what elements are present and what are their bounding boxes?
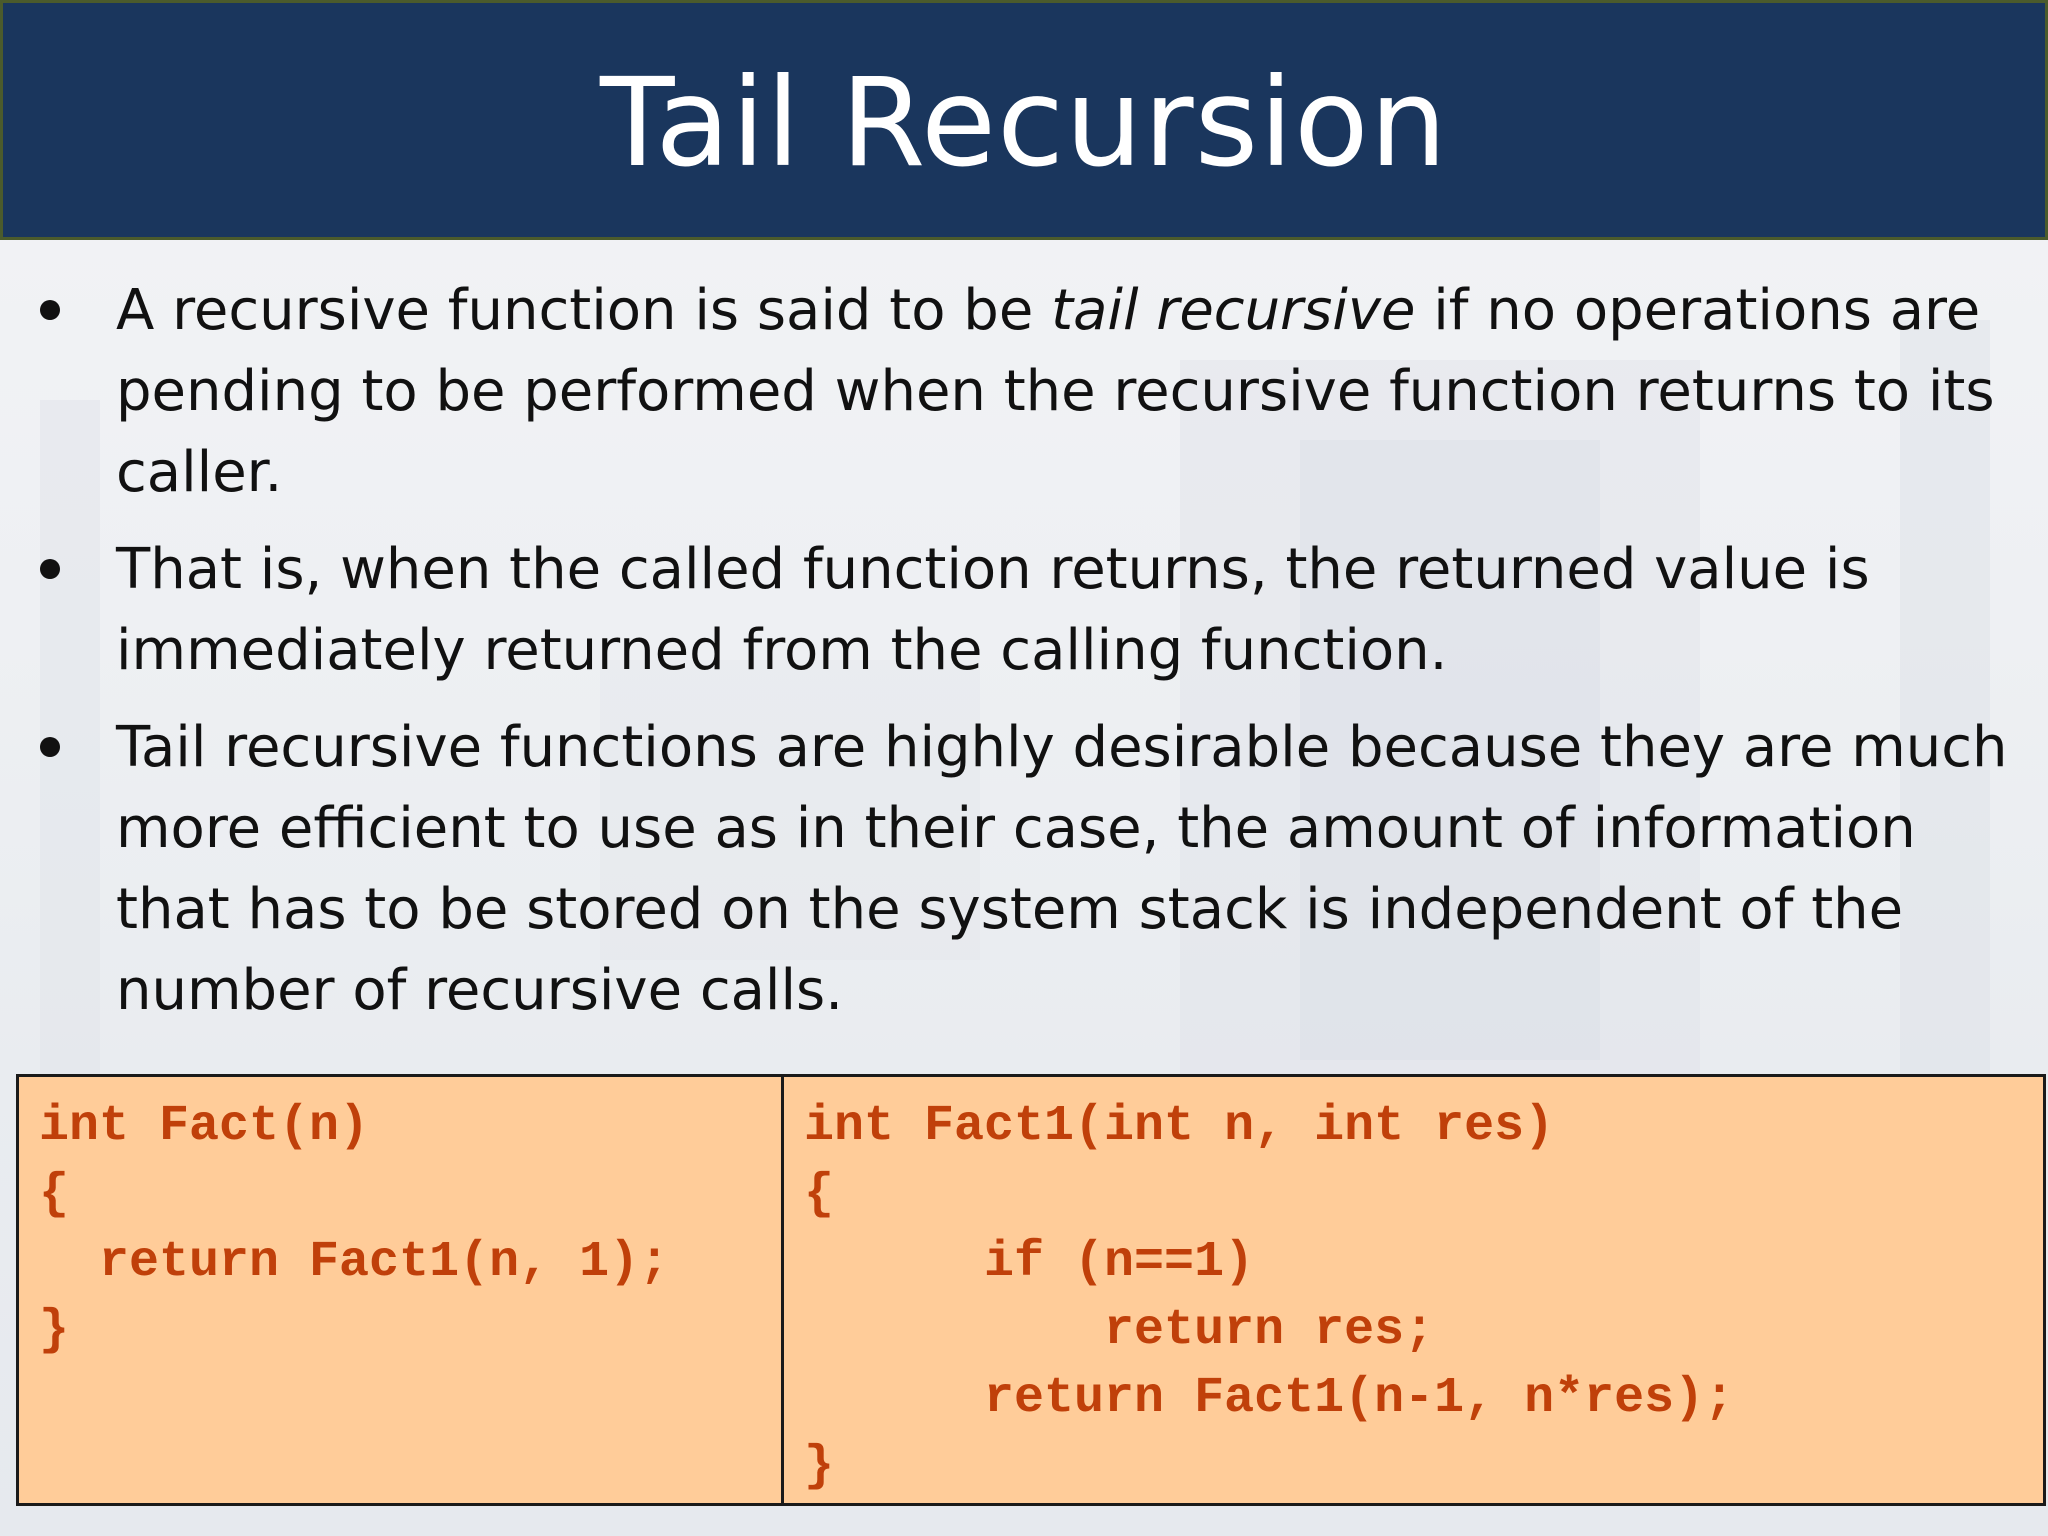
code-line: return res;: [804, 1302, 1435, 1359]
code-line: {: [39, 1166, 70, 1223]
bullet-text: A recursive function is said to be: [116, 278, 1052, 343]
bullet-list: A recursive function is said to be tail …: [0, 270, 2048, 1047]
code-line: return Fact1(n-1, n*res);: [804, 1370, 1735, 1427]
title-bar: Tail Recursion: [0, 0, 2048, 240]
code-line: return Fact1(n, 1);: [39, 1234, 670, 1291]
bullet-emphasis: tail recursive: [1051, 278, 1416, 343]
code-cell-fact1: int Fact1(int n, int res) { if (n==1) re…: [784, 1077, 2043, 1503]
code-comparison-table: int Fact(n) { return Fact1(n, 1); } int …: [16, 1074, 2046, 1506]
bullet-text: if no operations are pending to be perfo…: [116, 278, 1995, 505]
code-cell-fact: int Fact(n) { return Fact1(n, 1); }: [19, 1077, 784, 1503]
bullet-dot-icon: [40, 737, 60, 757]
bullet-item: A recursive function is said to be tail …: [0, 270, 2048, 513]
bullet-text: That is, when the called function return…: [116, 537, 1870, 683]
code-line: if (n==1): [804, 1234, 1255, 1291]
bullet-text: Tail recursive functions are highly desi…: [116, 715, 2008, 1023]
code-line: int Fact(n): [39, 1098, 370, 1155]
bullet-item: That is, when the called function return…: [0, 529, 2048, 691]
bullet-item: Tail recursive functions are highly desi…: [0, 707, 2048, 1031]
code-line: {: [804, 1166, 835, 1223]
slide-title: Tail Recursion: [600, 52, 1448, 194]
bullet-dot-icon: [40, 559, 60, 579]
code-line: }: [39, 1302, 70, 1359]
bullet-dot-icon: [40, 300, 60, 320]
code-line: int Fact1(int n, int res): [804, 1098, 1555, 1155]
code-line: }: [804, 1438, 835, 1495]
